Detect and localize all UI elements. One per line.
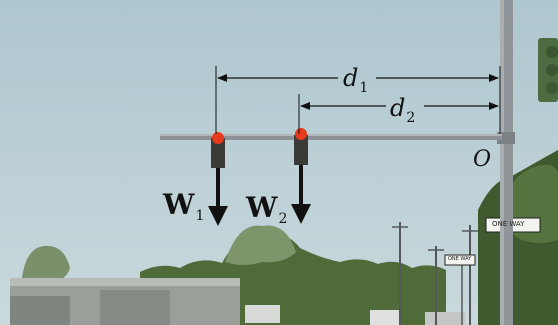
label-w2-subscript: 2: [278, 211, 288, 227]
label-w1: W1: [163, 188, 204, 224]
traffic-signal-1: [211, 132, 225, 168]
building: [10, 278, 240, 325]
label-d1-symbol: d: [343, 64, 359, 92]
label-d1-subscript: 1: [359, 80, 369, 96]
dimension-d1: [215, 66, 501, 134]
label-w1-subscript: 1: [195, 208, 205, 224]
small-sign-text: ONE WAY: [448, 256, 472, 262]
label-d2: d2: [390, 94, 415, 125]
label-w2: W2: [246, 191, 287, 227]
label-w1-symbol: W: [163, 188, 195, 221]
label-d1: d1: [343, 64, 368, 95]
one-way-sign-text: ONE WAY: [492, 220, 525, 228]
traffic-signal-2: [294, 128, 308, 165]
mast-arm: [160, 134, 502, 140]
label-origin: O: [473, 147, 492, 172]
utility-poles: [392, 222, 478, 325]
label-d2-subscript: 2: [406, 110, 416, 126]
label-d2-symbol: d: [390, 94, 406, 122]
dimension-d2: [298, 94, 499, 134]
right-signal-head: [538, 38, 558, 102]
label-w2-symbol: W: [246, 191, 278, 224]
